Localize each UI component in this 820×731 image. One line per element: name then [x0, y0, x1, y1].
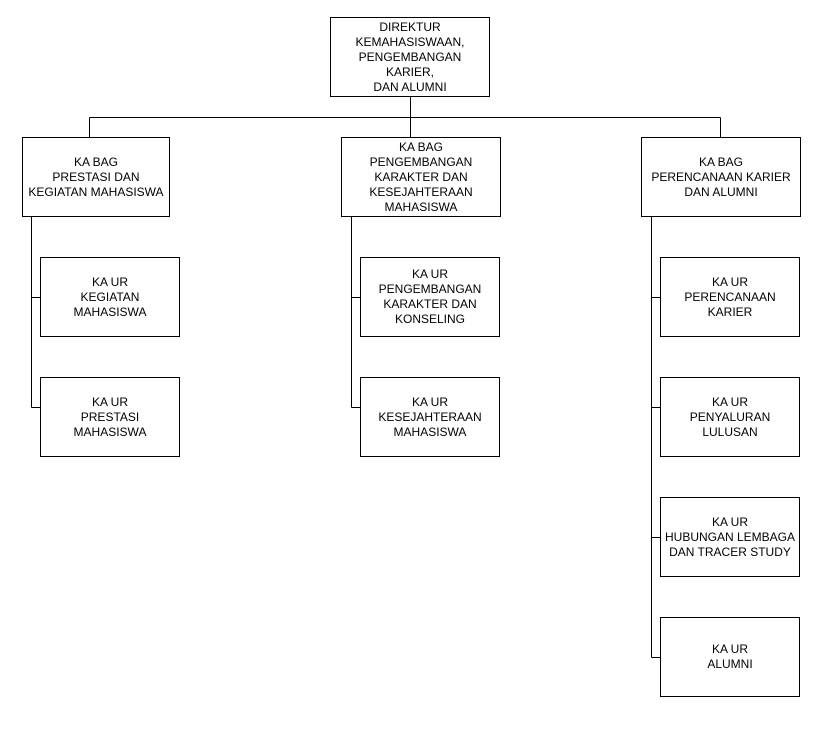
org-node-kaur-alumni: KA UR ALUMNI: [660, 617, 800, 697]
org-node-kaur-hubungan-lembaga-dan-tracer-study: KA UR HUBUNGAN LEMBAGA DAN TRACER STUDY: [660, 497, 800, 577]
org-node-kaur-perencanaan-karier: KA UR PERENCANAAN KARIER: [660, 257, 800, 337]
connector-kabag1-to-children: [31, 217, 40, 408]
connector-root-to-kabag: [89, 97, 721, 137]
connector-kabag3-to-children: [651, 217, 660, 658]
org-node-kaur-kesejahteraan-mahasiswa: KA UR KESEJAHTERAAN MAHASISWA: [360, 377, 500, 457]
org-node-kabag-prestasi-dan-kegiatan-mahasiswa: KA BAG PRESTASI DAN KEGIATAN MAHASISWA: [22, 137, 170, 217]
org-node-kaur-prestasi-mahasiswa: KA UR PRESTASI MAHASISWA: [40, 377, 180, 457]
org-node-kabag-perencanaan-karier-dan-alumni: KA BAG PERENCANAAN KARIER DAN ALUMNI: [641, 137, 801, 217]
org-node-kaur-kegiatan-mahasiswa: KA UR KEGIATAN MAHASISWA: [40, 257, 180, 337]
org-node-kabag-pengembangan-karakter-dan-kesejahteraan: KA BAG PENGEMBANGAN KARAKTER DAN KESEJAH…: [341, 137, 501, 217]
org-node-kaur-pengembangan-karakter-dan-konseling: KA UR PENGEMBANGAN KARAKTER DAN KONSELIN…: [360, 257, 500, 337]
org-node-direktur: DIREKTUR KEMAHASISWAAN, PENGEMBANGAN KAR…: [330, 17, 490, 97]
connector-kabag2-to-children: [351, 217, 360, 408]
org-node-kaur-penyaluran-lulusan: KA UR PENYALURAN LULUSAN: [660, 377, 800, 457]
